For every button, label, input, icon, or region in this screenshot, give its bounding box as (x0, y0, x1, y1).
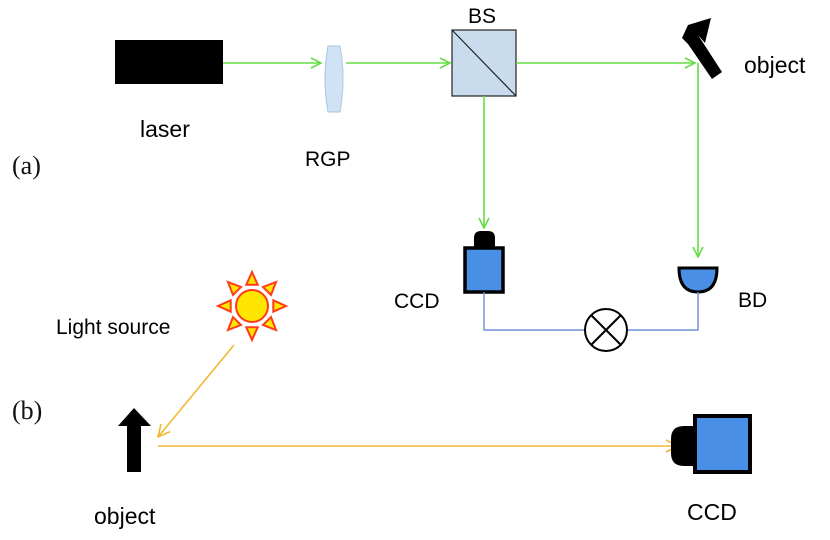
object-label-b: object (94, 503, 156, 529)
laser-label: laser (140, 116, 190, 142)
bd-detector-icon (677, 266, 719, 294)
sun-ray (261, 315, 278, 332)
sun-ray (244, 269, 260, 286)
sun-ray (215, 298, 232, 314)
sun-ray (261, 280, 278, 297)
sun-rays (215, 269, 289, 343)
beam-splitter-icon (451, 29, 517, 97)
rgp-label: RGP (305, 148, 351, 171)
laser-icon (115, 40, 223, 84)
sun-ray (226, 280, 243, 297)
wire (483, 292, 584, 331)
bs-label: BS (468, 5, 496, 28)
panel-b-label: (b) (12, 396, 42, 425)
ccd-label-a: CCD (394, 290, 440, 313)
panel-a: (a) laser RGP BS object (12, 5, 806, 352)
light-beam-segment (158, 344, 235, 437)
multiplier-icon (584, 308, 628, 352)
panel-b: (b) Light source object CCD (12, 269, 752, 529)
wire (628, 292, 699, 331)
sun-ray (226, 315, 243, 332)
sun-ray (244, 326, 260, 343)
rgp-lens-icon (324, 45, 344, 113)
light-source-label: Light source (56, 316, 170, 339)
bd-label: BD (738, 289, 767, 312)
object-label-a: object (744, 52, 806, 78)
panel-a-label: (a) (12, 151, 41, 180)
object-arrow-icon (682, 18, 722, 79)
ccd-label-b: CCD (687, 499, 737, 525)
object-arrow-icon (118, 408, 151, 472)
sun-icon (215, 269, 289, 343)
ccd-camera-icon (463, 231, 505, 294)
ccd-camera-icon (671, 414, 752, 474)
sun-ray (272, 298, 289, 314)
